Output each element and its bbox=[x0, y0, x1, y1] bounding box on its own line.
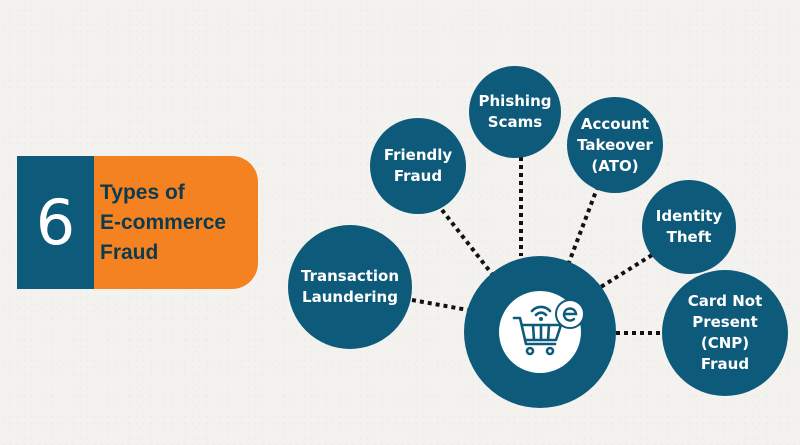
node-label: Fraud bbox=[700, 355, 750, 373]
node-label: Transaction bbox=[300, 267, 400, 285]
connector-friendly-fraud bbox=[440, 208, 494, 276]
node-phishing-scams: Phishing Scams bbox=[469, 66, 561, 158]
node-label: (ATO) bbox=[591, 156, 639, 175]
node-friendly-fraud: Friendly Fraud bbox=[370, 118, 466, 214]
node-label: Phishing bbox=[478, 92, 552, 110]
title-line: E-commerce bbox=[100, 210, 227, 234]
center-hub bbox=[464, 256, 616, 408]
title-number: 6 bbox=[17, 156, 94, 289]
node-label: Fraud bbox=[393, 167, 443, 185]
node-label: Takeover bbox=[577, 135, 653, 154]
connector-identity-theft bbox=[594, 253, 654, 292]
node-label: Present bbox=[692, 313, 758, 331]
connector-transaction-laundering bbox=[411, 298, 469, 312]
title-line: Fraud bbox=[100, 240, 159, 264]
node-account-takeover: Account Takeover (ATO) bbox=[567, 97, 663, 193]
e-commerce-badge-icon bbox=[555, 299, 585, 329]
node-label: Friendly bbox=[383, 146, 453, 164]
connector-account-takeover bbox=[566, 185, 600, 266]
node-label: Account bbox=[580, 114, 650, 133]
title-line: Types of bbox=[100, 180, 185, 204]
node-label: (CNP) bbox=[700, 334, 750, 352]
node-transaction-laundering: Transaction Laundering bbox=[288, 225, 412, 349]
node-label: Laundering bbox=[302, 288, 398, 306]
node-label: Scams bbox=[487, 113, 543, 131]
node-card-not-present: Card Not Present (CNP) Fraud bbox=[662, 270, 788, 396]
node-label: Identity bbox=[655, 207, 723, 225]
title-banner: Types of E-commerce Fraud bbox=[94, 156, 258, 289]
node-label: Card Not bbox=[687, 292, 763, 310]
title-text: Types of E-commerce Fraud bbox=[100, 178, 226, 268]
node-label: Theft bbox=[666, 228, 712, 246]
node-identity-theft: Identity Theft bbox=[642, 180, 736, 274]
